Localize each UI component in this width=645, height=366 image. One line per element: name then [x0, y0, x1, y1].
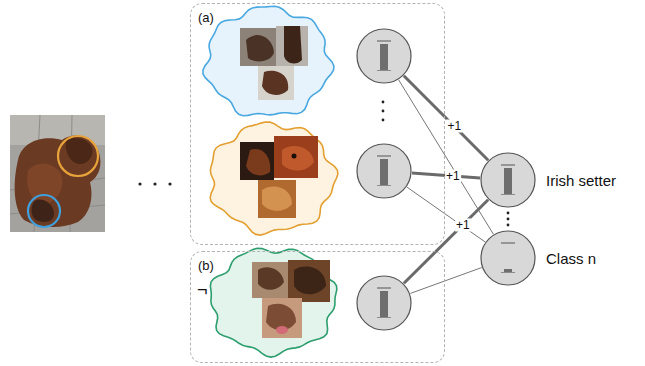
prototype-unit [356, 143, 412, 199]
class-label: Class n [546, 250, 596, 267]
weight-connection [407, 187, 485, 242]
prototype-unit [356, 28, 412, 84]
image-patches [240, 26, 308, 100]
weight-label: +1 [445, 169, 461, 182]
class-label: Irish setter [546, 172, 616, 189]
prototype-cluster [210, 122, 338, 235]
class-unit: Class n [480, 230, 536, 286]
negation-symbol: ¬ [197, 280, 208, 301]
ellipsis-dots [138, 182, 171, 185]
class-unit: Irish setter [480, 152, 536, 208]
weight-connection [404, 200, 488, 284]
unit-circle [480, 230, 536, 286]
unit-circle [480, 152, 536, 208]
weight-connection [399, 80, 494, 234]
prototype-cluster [210, 248, 336, 357]
dog-photo [10, 115, 105, 232]
panel-label: (a) [198, 10, 214, 25]
weight-connection [404, 76, 488, 160]
panel-label: (b) [198, 258, 214, 273]
image-patches [252, 260, 330, 338]
weight-label: +1 [455, 218, 471, 231]
prototype-unit [356, 275, 412, 331]
image-patches [240, 136, 318, 218]
dashed-group: (a) [190, 3, 445, 245]
weight-label: +1 [447, 120, 463, 133]
unit-circle [356, 143, 412, 199]
dashed-group: (b) [190, 251, 445, 363]
unit-circle [356, 28, 412, 84]
prototype-cluster [203, 6, 334, 115]
weight-connection [410, 268, 481, 294]
unit-circle [356, 275, 412, 331]
